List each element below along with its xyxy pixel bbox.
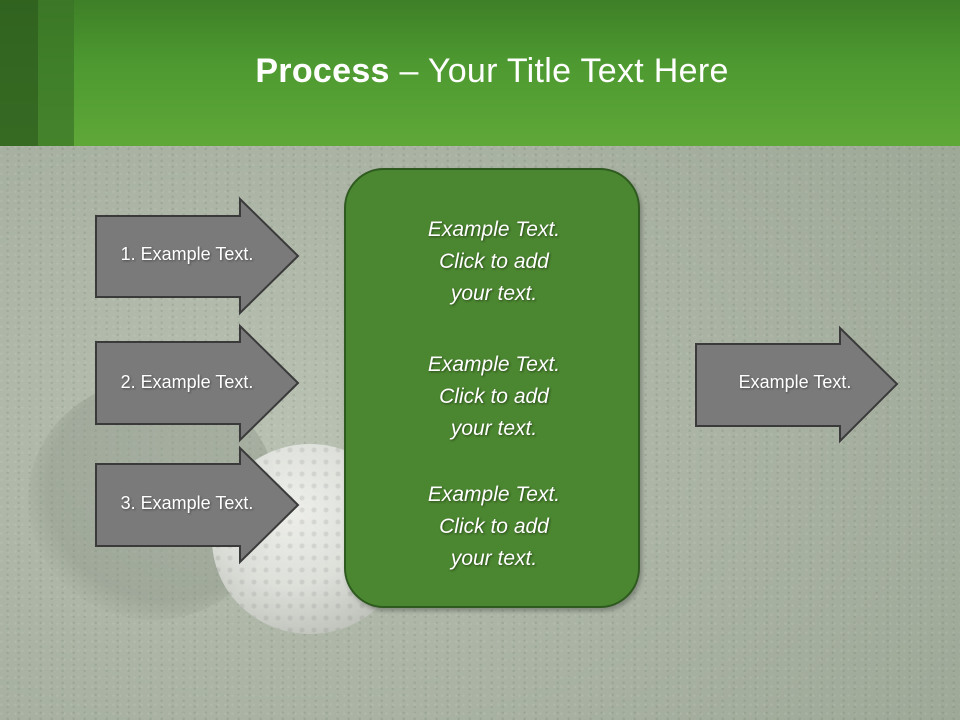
left-arrow-2[interactable] xyxy=(95,323,300,443)
paragraph-3-line-3: your text. xyxy=(450,547,538,570)
center-paragraph-2: Example Text. Click to add your text. xyxy=(346,349,642,445)
header-stripe-mid xyxy=(38,0,74,146)
paragraph-3-line-1: Example Text. xyxy=(427,483,561,506)
title-rest: – Your Title Text Here xyxy=(389,52,729,90)
left-arrow-1-label: 1. Example Text. xyxy=(120,244,254,264)
left-arrow-2-label: 2. Example Text. xyxy=(120,372,254,392)
right-arrow-label: Example Text. xyxy=(738,372,852,392)
slide-title[interactable]: Process – Your Title Text Here xyxy=(0,52,960,91)
center-paragraph-1: Example Text. Click to add your text. xyxy=(346,214,642,310)
paragraph-2-line-2: Click to add xyxy=(439,385,549,408)
paragraph-1-line-2: Click to add xyxy=(439,250,549,273)
paragraph-1-line-3: your text. xyxy=(450,282,538,305)
left-arrow-3-label: 3. Example Text. xyxy=(120,493,254,513)
title-bar xyxy=(0,0,960,146)
paragraph-2-line-3: your text. xyxy=(450,417,538,440)
paragraph-2-line-1: Example Text. xyxy=(427,353,561,376)
header-stripe-dark xyxy=(0,0,38,146)
paragraph-1-line-1: Example Text. xyxy=(427,218,561,241)
center-paragraph-3: Example Text. Click to add your text. xyxy=(346,479,642,575)
center-process-box[interactable]: Example Text. Click to add your text. Ex… xyxy=(344,168,640,608)
right-arrow[interactable] xyxy=(695,325,899,444)
left-arrow-1[interactable] xyxy=(95,196,300,316)
paragraph-3-line-2: Click to add xyxy=(439,515,549,538)
left-arrow-3[interactable] xyxy=(95,445,300,565)
title-bold: Process xyxy=(255,52,390,90)
